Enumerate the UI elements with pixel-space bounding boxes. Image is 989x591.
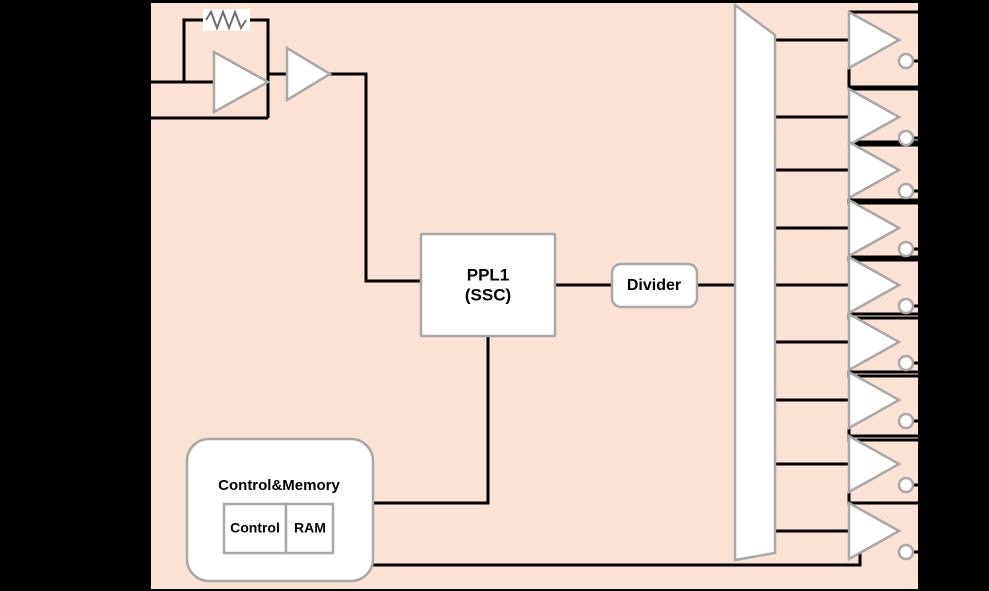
output-buffer-3-icon[interactable] bbox=[847, 139, 902, 201]
output-buffer-7-bubble-icon bbox=[897, 412, 915, 430]
wire-control-to-pll bbox=[373, 336, 490, 505]
clock-distribution-mux[interactable] bbox=[733, 2, 777, 562]
ram-sub-block[interactable] bbox=[284, 502, 335, 555]
oscillator-inverter-1-icon bbox=[212, 49, 271, 115]
output-buffer-6-bubble-icon bbox=[897, 354, 915, 372]
output-buffer-6-icon[interactable] bbox=[847, 311, 902, 373]
divider-label: Divider bbox=[627, 277, 681, 294]
mux-to-buffer-wires bbox=[775, 38, 849, 533]
output-buffer-group bbox=[847, 9, 915, 562]
pll-label-line2: (SSC) bbox=[465, 285, 511, 304]
wire-osc-out-to-pll bbox=[330, 72, 421, 283]
output-buffer-8-icon[interactable] bbox=[847, 433, 902, 495]
wire-feedback-resistor-return bbox=[250, 18, 270, 118]
pll-label-line1: PPL1 bbox=[467, 265, 510, 284]
wire-out-1-ret bbox=[847, 68, 918, 89]
feedback-resistor-zigzag-icon bbox=[205, 9, 247, 31]
control-sub-block[interactable] bbox=[222, 502, 288, 555]
output-buffer-9-bubble-icon bbox=[897, 543, 915, 561]
output-buffer-9-icon[interactable] bbox=[847, 500, 902, 562]
output-buffer-7-icon[interactable] bbox=[847, 369, 902, 431]
output-buffer-4-icon[interactable] bbox=[847, 197, 902, 259]
output-buffer-3-bubble-icon bbox=[897, 182, 915, 200]
output-buffer-2-icon[interactable] bbox=[847, 86, 902, 148]
wire-feedback-resistor-path bbox=[182, 18, 203, 82]
shape-layer bbox=[185, 2, 915, 583]
control-memory-label: Control&Memory bbox=[218, 477, 340, 494]
output-buffer-1-icon[interactable] bbox=[847, 9, 902, 71]
output-buffer-5-icon[interactable] bbox=[847, 254, 902, 316]
pll-block[interactable] bbox=[419, 232, 557, 338]
output-buffer-8-bubble-icon bbox=[897, 476, 915, 494]
output-buffer-4-bubble-icon bbox=[897, 240, 915, 258]
ram-sub-block-label: RAM bbox=[294, 520, 326, 536]
control-sub-block-label: Control bbox=[230, 520, 280, 536]
output-buffer-2-bubble-icon bbox=[897, 129, 915, 147]
feedback-resistor bbox=[203, 9, 250, 31]
divider-block[interactable] bbox=[610, 262, 699, 309]
oscillator-inverter-2-icon bbox=[285, 45, 333, 103]
label-layer: PPL1 (SSC) Divider Control&Memory Contro… bbox=[218, 265, 681, 535]
output-buffer-5-bubble-icon bbox=[897, 297, 915, 315]
output-buffer-1-bubble-icon bbox=[897, 52, 915, 70]
